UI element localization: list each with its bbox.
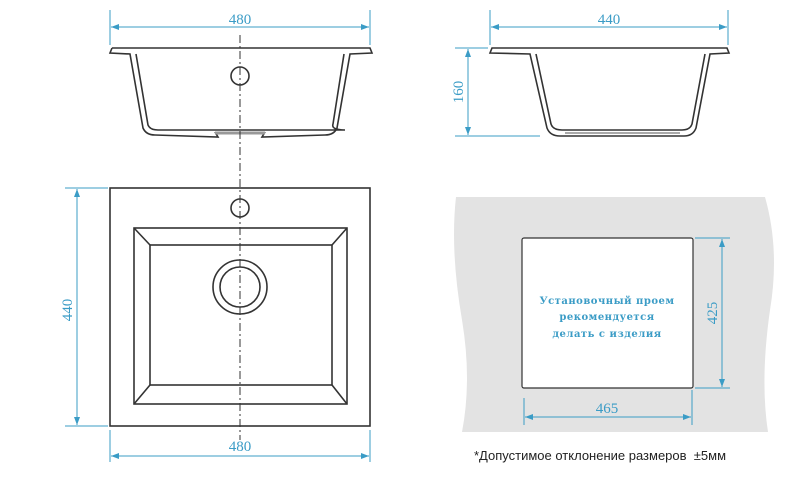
cutout-note-line-1: Установочный проем	[539, 296, 674, 307]
front-profile-view: 480	[108, 10, 374, 440]
top-view: 440 480	[60, 187, 371, 462]
side-profile-view: 440 160	[451, 10, 731, 137]
top-width-label: 480	[229, 439, 252, 455]
cutout-width-label: 465	[596, 401, 619, 417]
side-width-label: 440	[598, 12, 621, 28]
cutout-note-line-2: рекомендуется	[559, 312, 654, 323]
drain-icon	[212, 259, 268, 315]
top-height-label: 440	[60, 299, 76, 322]
tolerance-footnote: *Допустимое отклонение размеров ±5мм	[474, 448, 726, 463]
front-width-label: 480	[229, 12, 252, 28]
cutout-template: Установочный проем рекомендуется делать …	[454, 197, 774, 432]
cutout-note-line-3: делать с изделия	[552, 329, 661, 340]
tap-hole-top-icon	[230, 198, 250, 218]
side-height-label: 160	[451, 81, 467, 104]
cutout-height-label: 425	[705, 302, 721, 325]
